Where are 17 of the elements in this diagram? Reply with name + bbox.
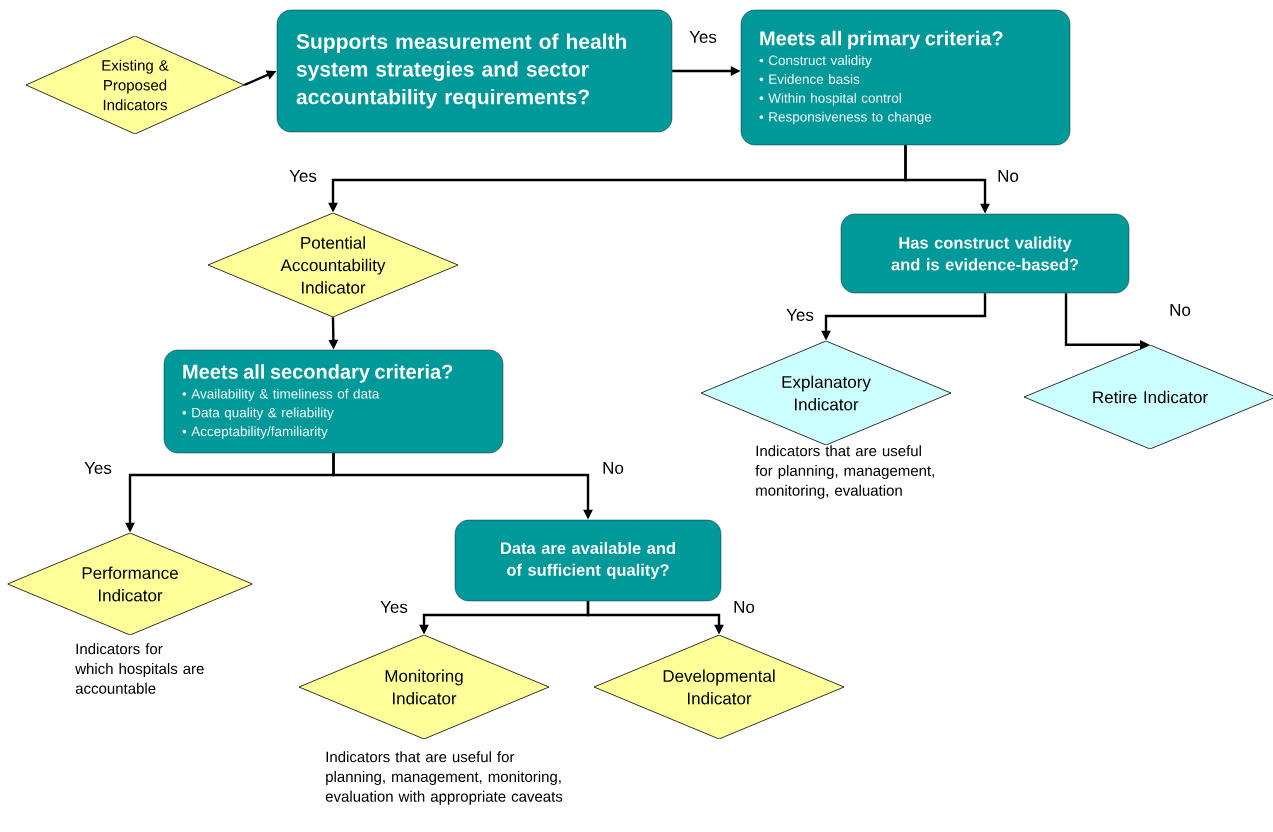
- edge-label: No: [996, 169, 1020, 183]
- node-caption: Indicators that are useful for planning, management, monitoring, evaluation: [755, 445, 934, 499]
- edge-label: Yes: [688, 30, 718, 44]
- edge-label: No: [1168, 303, 1192, 317]
- node-caption: Indicators for which hospitals are accountable: [75, 643, 204, 694]
- edge-label: Yes: [379, 600, 409, 614]
- question-box: Data are available and of sufficient quality?: [454, 519, 722, 602]
- edge-label: No: [601, 461, 625, 475]
- question-box: Supports measurement of health system strategies and sector accountability requirements?: [276, 9, 673, 133]
- edge-label: No: [732, 600, 756, 614]
- criteria-box: Meets all primary criteria? • Construct validity • Evidence basis • Within hospital control • Responsiveness to change: [740, 9, 1071, 146]
- edge-label: Yes: [785, 308, 815, 322]
- criteria-box: Meets all secondary criteria? • Availability & timeliness of data • Data quality & reliability • Acceptability/familiarity: [163, 349, 504, 454]
- edge-label: Yes: [83, 461, 113, 475]
- question-box: Has construct validity and is evidence-based?: [840, 213, 1130, 294]
- edge-label: Yes: [288, 169, 318, 183]
- node-caption: Indicators that are useful for planning, management, monitoring, evaluation with appropriate caveats: [325, 751, 563, 805]
